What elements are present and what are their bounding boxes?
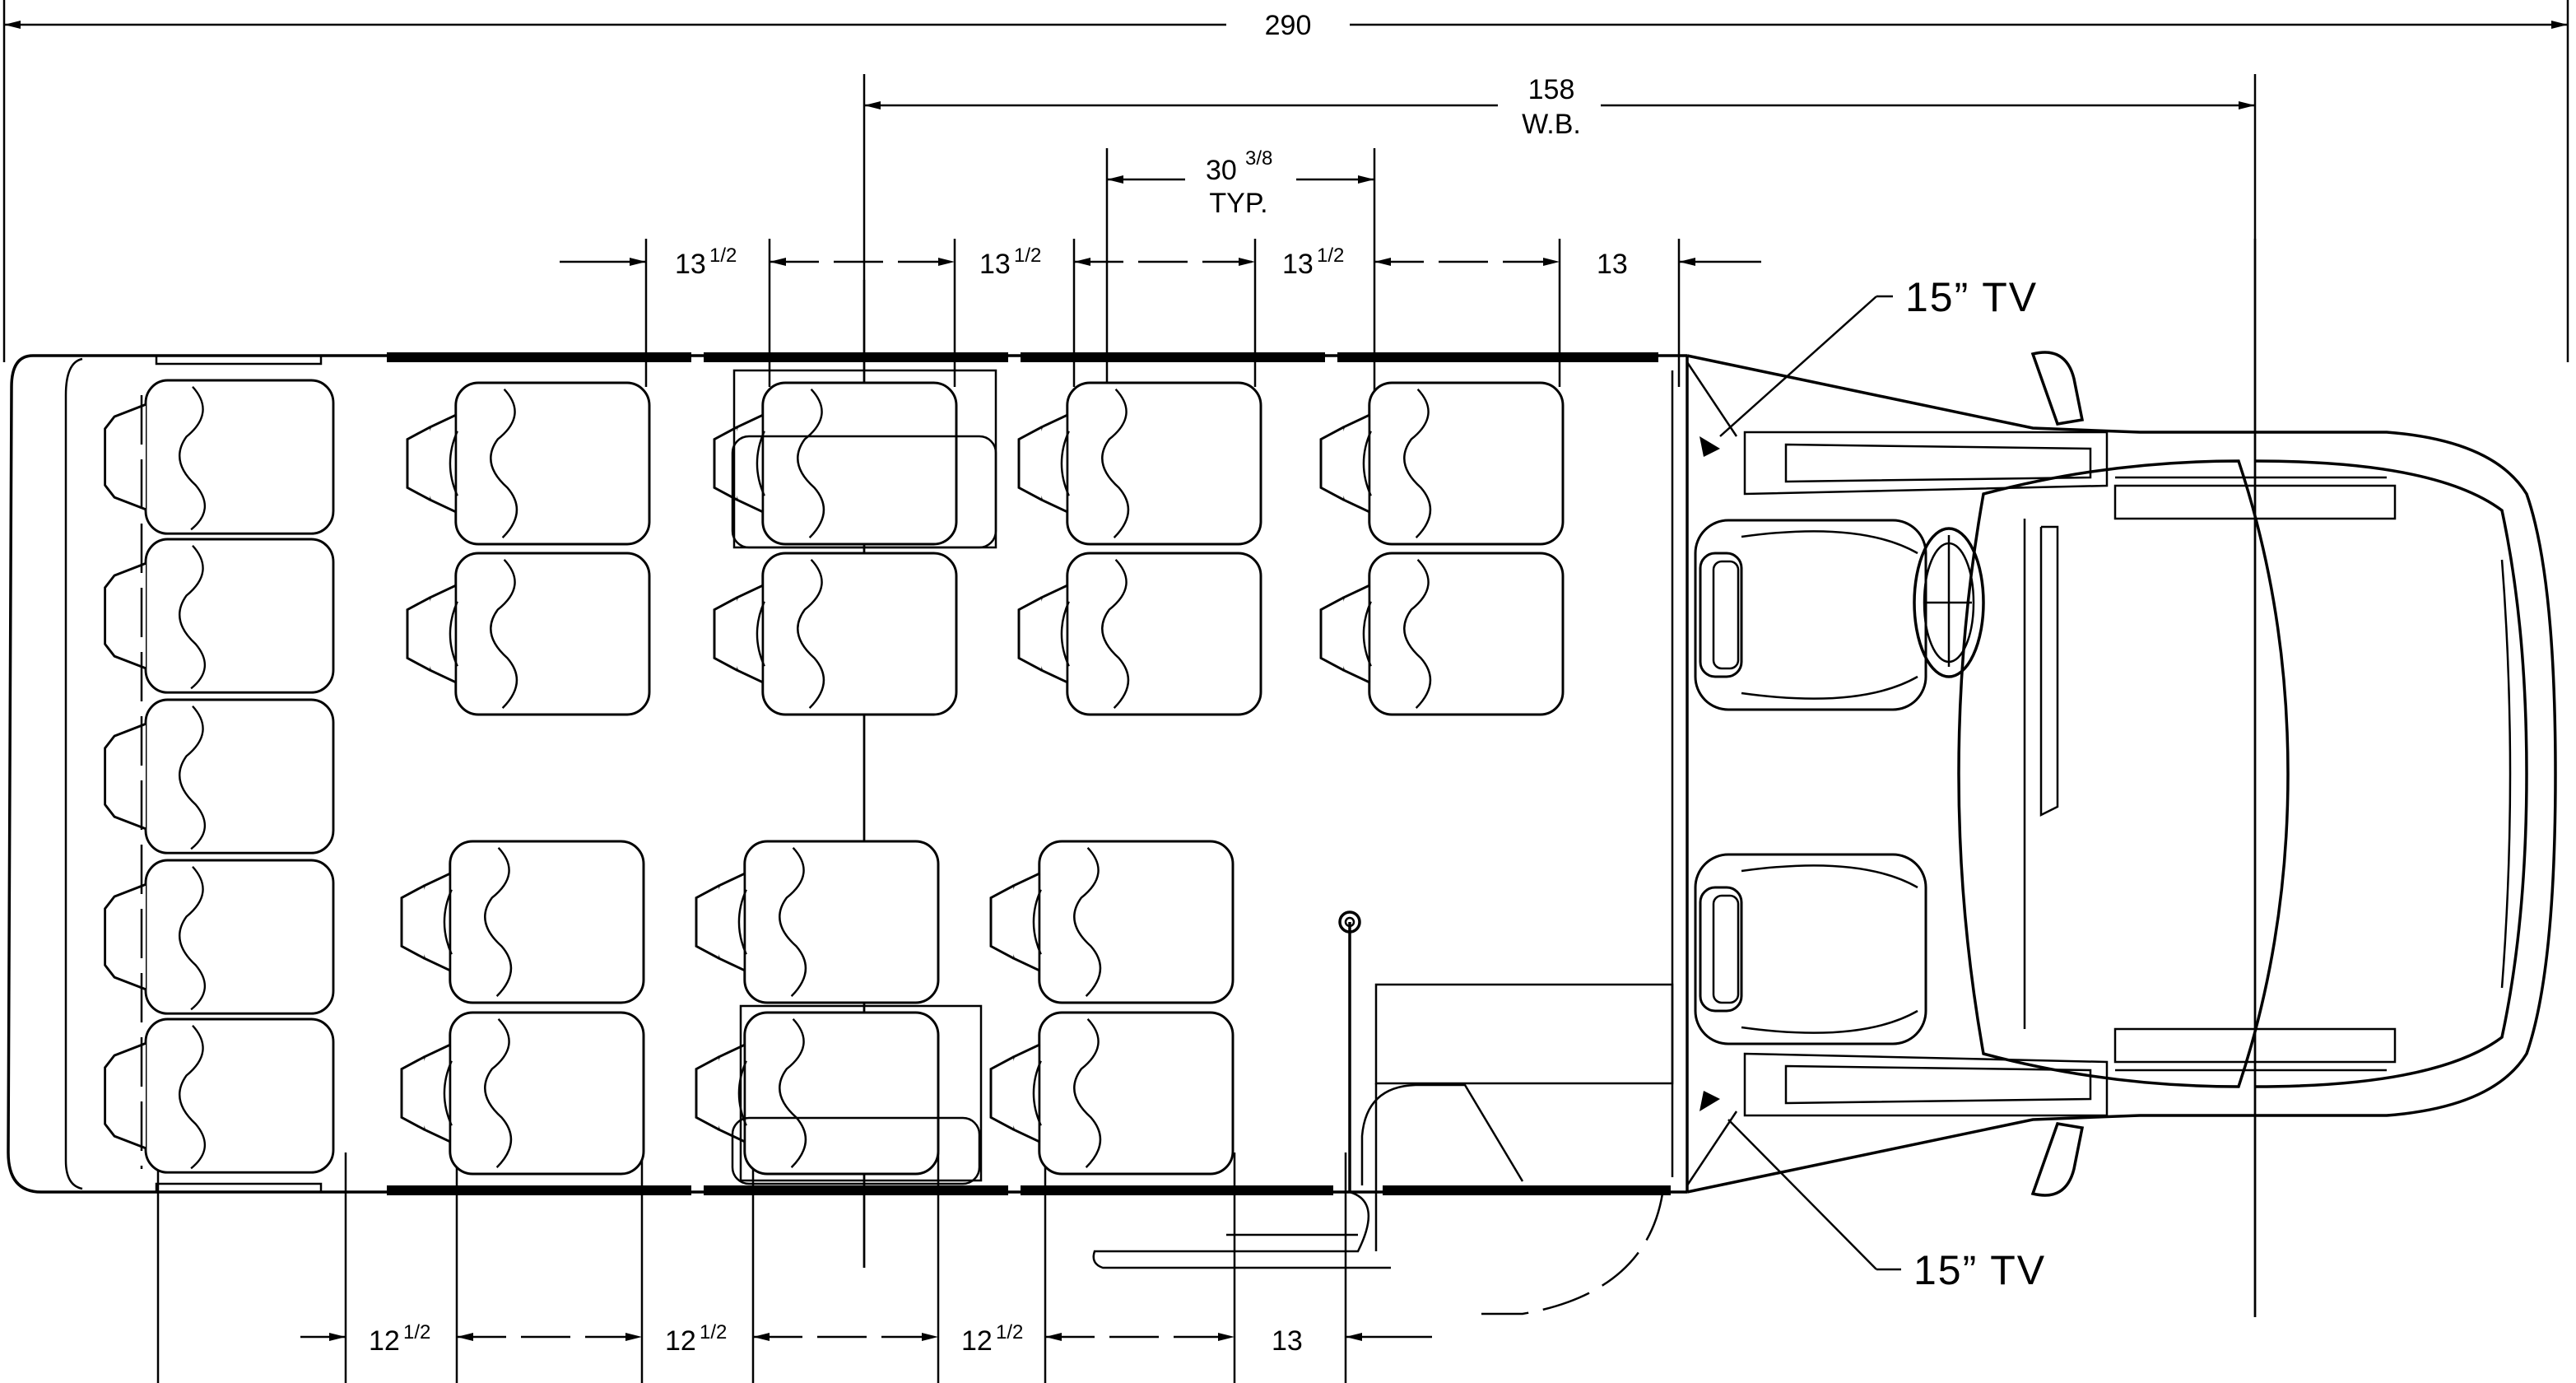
- svg-text:13: 13: [979, 249, 1011, 280]
- rear-bench-seat: [104, 379, 335, 1174]
- top-space-3: 13 1/2: [1282, 244, 1344, 280]
- bottom-space-1: 12 1/2: [369, 1321, 430, 1357]
- entry-step-well: [1092, 910, 1674, 1315]
- typ-label: TYP.: [1209, 188, 1267, 219]
- steering-wheel: [1913, 527, 1985, 678]
- tv-callout-top: 15” TV: [1719, 274, 2038, 437]
- cab-section: [1686, 239, 2557, 1317]
- svg-text:12: 12: [665, 1325, 696, 1357]
- svg-text:13: 13: [1597, 249, 1628, 280]
- overall-length-value: 290: [1265, 10, 1312, 41]
- windows-top: [155, 352, 1658, 366]
- wheelbase-value: 158: [1528, 74, 1575, 105]
- svg-text:1/2: 1/2: [709, 244, 737, 267]
- seat-spacing-fraction: 3/8: [1245, 147, 1272, 170]
- top-spacing-dimensions: 13 1/2 13 1/2 13 1/2 13: [560, 239, 1761, 387]
- tv-callout-bottom: 15” TV: [1727, 1119, 2046, 1293]
- svg-text:13: 13: [675, 249, 706, 280]
- svg-text:13: 13: [1272, 1325, 1303, 1357]
- windows-bottom: [155, 1182, 1671, 1195]
- overall-length-dimension: 290: [2, 0, 2568, 362]
- svg-text:13: 13: [1282, 249, 1314, 280]
- seat-spacing-typ-dimension: 30 3/8 TYP.: [1105, 147, 1376, 395]
- bus-body: [7, 239, 2557, 1317]
- tv-callout-top-label: 15” TV: [1905, 274, 2038, 320]
- passenger-seats-bottom: [400, 840, 1235, 1185]
- bottom-space-2: 12 1/2: [665, 1321, 727, 1357]
- svg-text:1/2: 1/2: [1014, 244, 1041, 267]
- seat-spacing-value: 30: [1206, 155, 1237, 186]
- passenger-cab-seat: [1694, 853, 1927, 1045]
- top-space-1: 13 1/2: [675, 244, 737, 280]
- passenger-seats-top: [406, 369, 1565, 716]
- svg-text:1/2: 1/2: [700, 1321, 727, 1343]
- driver-seat: [1694, 519, 1927, 711]
- svg-text:12: 12: [369, 1325, 400, 1357]
- bottom-space-4: 13: [1272, 1325, 1303, 1357]
- svg-text:12: 12: [961, 1325, 993, 1357]
- top-space-4: 13: [1597, 249, 1628, 280]
- top-space-2: 13 1/2: [979, 244, 1041, 280]
- svg-text:1/2: 1/2: [996, 1321, 1023, 1343]
- bottom-space-3: 12 1/2: [961, 1321, 1023, 1357]
- tv-callout-bottom-label: 15” TV: [1913, 1247, 2046, 1293]
- wheelbase-label: W.B.: [1522, 109, 1581, 140]
- svg-text:1/2: 1/2: [1317, 244, 1344, 267]
- svg-text:1/2: 1/2: [403, 1321, 430, 1343]
